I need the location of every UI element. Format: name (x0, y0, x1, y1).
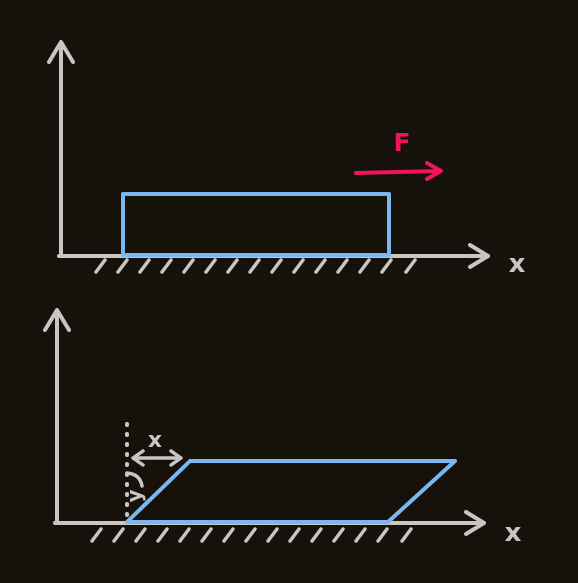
force-arrow (354, 161, 443, 181)
bottom-x-axis-arrowhead (464, 510, 486, 536)
bottom-y-axis-arrowhead (43, 308, 71, 332)
top-panel: x F (47, 40, 526, 279)
top-y-axis (47, 40, 75, 258)
top-ground-hatching (94, 258, 417, 274)
top-block-rectangle (121, 192, 391, 257)
bottom-panel: x x (43, 308, 522, 548)
bottom-y-axis (43, 308, 71, 525)
height-label: y (122, 489, 146, 502)
bottom-ground-hatching (90, 527, 413, 543)
top-x-axis-label: x (509, 249, 526, 279)
displacement-arrow (131, 449, 183, 467)
shear-angle-arc (125, 471, 144, 488)
bottom-x-axis-label: x (505, 518, 522, 548)
top-x-axis-arrowhead (468, 243, 490, 269)
displacement-label: x (148, 428, 162, 453)
sheared-block-parallelogram (125, 459, 457, 524)
top-y-axis-arrowhead (47, 40, 75, 64)
force-label: F (393, 128, 410, 157)
